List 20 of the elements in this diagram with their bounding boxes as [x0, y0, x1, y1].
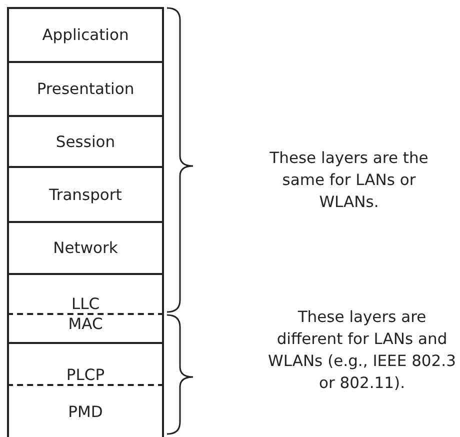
- layer-label: MAC: [68, 315, 103, 333]
- layer-box: [7, 384, 164, 437]
- layer-label: Session: [56, 132, 116, 150]
- layer-label: PMD: [68, 402, 103, 420]
- layer-label: PLCP: [66, 366, 105, 384]
- layer-box: [7, 273, 164, 313]
- layer-label: Transport: [49, 186, 122, 204]
- layer-label: Application: [42, 26, 129, 44]
- layer-box: [7, 166, 164, 221]
- layer-label: LLC: [71, 295, 100, 313]
- brace-note: These layers are the same for LANs or WLANs.: [268, 148, 430, 213]
- layer-box: [7, 7, 164, 61]
- brace-note: These layers are different for LANs and WLANs (e.g., IEEE 802.3 or 802.11).: [267, 307, 457, 394]
- layer-box: [7, 61, 164, 115]
- layer-box: [7, 313, 164, 342]
- layer-box: [7, 221, 164, 273]
- layer-label: Network: [53, 239, 118, 257]
- layer-box: [7, 342, 164, 384]
- layer-label: Presentation: [36, 80, 134, 98]
- layer-box: [7, 115, 164, 166]
